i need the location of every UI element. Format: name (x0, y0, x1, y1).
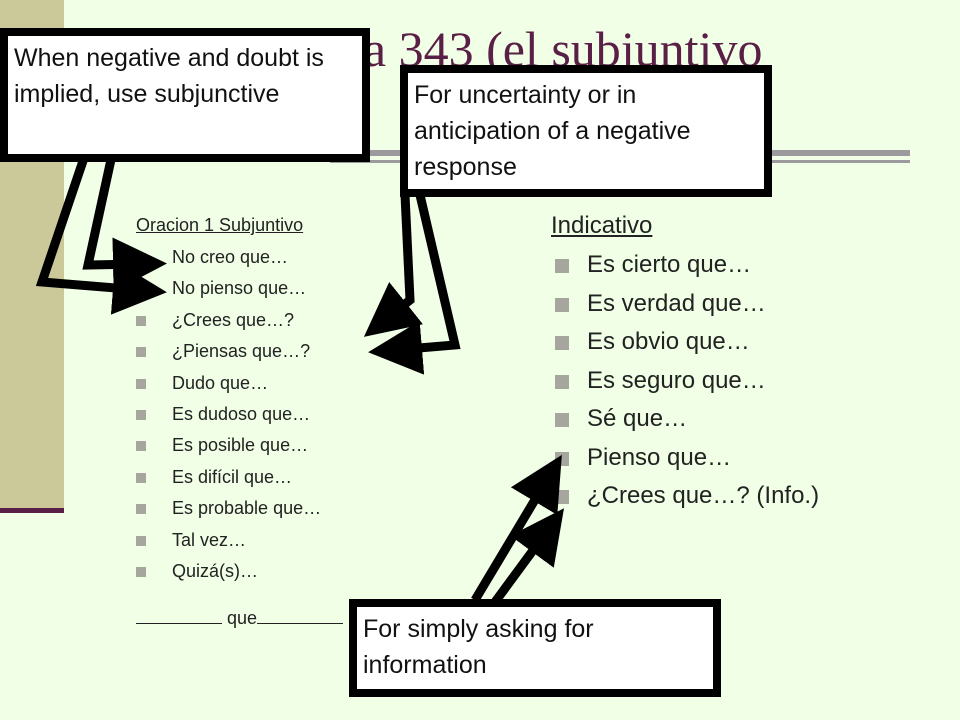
square-bullet-icon (555, 259, 569, 273)
square-bullet-icon (136, 347, 146, 358)
blank-que-text: que (227, 608, 258, 629)
subjunctive-header: Oracion 1 Subjuntivo (136, 215, 304, 235)
indicative-header: Indicativo (551, 212, 653, 239)
square-bullet-icon (136, 566, 146, 577)
list-item-text: Es verdad que… (587, 289, 766, 317)
list-item-text: No creo que… (172, 247, 289, 267)
square-bullet-icon (136, 472, 146, 483)
square-bullet-icon (136, 441, 146, 452)
list-item-text: Quizá(s)… (172, 560, 259, 581)
fill-in-blank: que (136, 607, 344, 629)
list-item-text: Es difícil que… (172, 466, 293, 487)
blank-line (136, 607, 222, 625)
list-item-text: Es probable que… (172, 498, 322, 519)
list-item-text: Dudo que… (172, 372, 269, 393)
indicative-column: Indicativo Es cierto que… Es verdad que…… (551, 212, 819, 516)
arrow-uncertainty-1 (363, 194, 423, 337)
square-bullet-icon (555, 374, 569, 389)
list-item: ¿Crees que…? (136, 305, 343, 336)
square-bullet-icon (136, 315, 146, 326)
callout-information: For simply asking for information (349, 599, 721, 697)
list-item-text: ¿Piensas que…? (172, 341, 311, 362)
list-item-text: Sé que… (587, 405, 688, 432)
arrow-negative-1 (35, 153, 167, 315)
list-item: Tal vez… (136, 525, 343, 556)
list-item: Quizá(s)… (136, 556, 343, 587)
square-bullet-icon (555, 297, 569, 312)
list-item-text: ¿Crees que…? (172, 309, 295, 330)
list-item-text: Tal vez… (172, 529, 247, 550)
subjunctive-column: Oracion 1 Subjuntivo No creo que… No pie… (136, 215, 344, 629)
list-item: Es seguro que… (551, 362, 819, 401)
list-item: Es probable que… (136, 493, 343, 524)
arrow-information-2 (491, 508, 565, 605)
list-item: Pienso que… (551, 439, 819, 478)
list-item-text: Pienso que… (587, 443, 732, 471)
square-bullet-icon (555, 336, 569, 350)
list-item-text: No pienso que… (172, 278, 307, 299)
list-item: Es cierto que… (551, 246, 819, 285)
list-item: Es obvio que… (551, 323, 819, 362)
square-bullet-icon (555, 413, 569, 427)
list-item-text: ¿Crees que…? (Info.) (587, 482, 820, 509)
list-item-text: Es cierto que… (587, 251, 752, 278)
callout-negative-doubt: When negative and doubt is implied, use … (0, 28, 370, 162)
list-item: Sé que… (551, 400, 819, 439)
list-item: ¿Piensas que…? (136, 336, 343, 367)
indicative-list: Es cierto que… Es verdad que… Es obvio q… (551, 246, 819, 516)
list-item-text: Es obvio que… (587, 328, 750, 355)
callout-uncertainty: For uncertainty or in anticipation of a … (400, 65, 772, 197)
blank-line (257, 607, 344, 625)
square-bullet-icon (136, 378, 146, 389)
list-item: Es difícil que… (136, 462, 343, 493)
list-item: Es verdad que… (551, 285, 819, 324)
arrow-uncertainty-2 (368, 193, 461, 375)
list-item-text: Es posible que… (172, 435, 309, 456)
list-item-text: Es dudoso que… (172, 403, 311, 424)
square-bullet-icon (136, 504, 146, 515)
side-accent-line (0, 508, 64, 513)
list-item-text: Es seguro que… (587, 366, 766, 394)
square-bullet-icon (136, 409, 146, 420)
square-bullet-icon (136, 535, 146, 546)
list-item: Dudo que… (136, 368, 343, 399)
list-item: Es dudoso que… (136, 399, 343, 430)
arrow-negative-2 (82, 154, 167, 292)
list-item: Es posible que… (136, 430, 343, 461)
